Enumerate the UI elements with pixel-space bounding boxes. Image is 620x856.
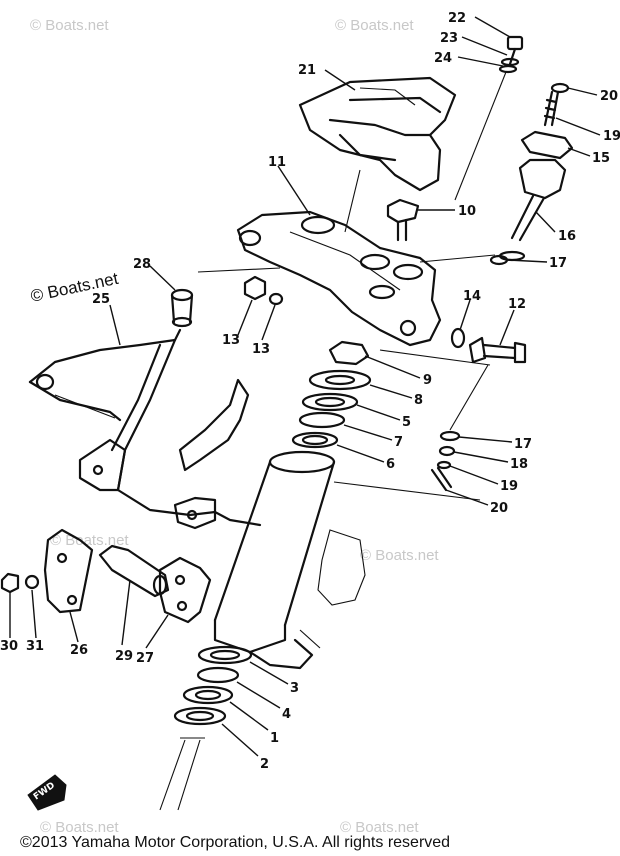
copyright-notice: ©2013 Yamaha Motor Corporation, U.S.A. A…	[20, 834, 451, 851]
watermark-top-left: © Boats.net	[30, 17, 109, 34]
top-bolt-part	[454, 35, 524, 201]
lower-clamp-part	[0, 528, 212, 624]
label-28: 26	[70, 643, 88, 658]
label-10: 10	[458, 204, 476, 219]
label-6: 6	[386, 457, 395, 472]
label-22: 20	[600, 89, 618, 104]
label-32: 30	[0, 639, 18, 654]
watermark-top-right: © Boats.net	[335, 17, 414, 34]
steering-stem-part	[213, 450, 481, 670]
label-29: 27	[136, 651, 154, 666]
watermark-mid-left: © Boats.net	[50, 532, 129, 549]
label-9: 9	[423, 373, 432, 388]
label-27: 25	[92, 292, 110, 307]
bracket-frame-part	[28, 328, 262, 530]
label-18: 18	[510, 457, 528, 472]
handle-cover-part	[298, 76, 457, 192]
label-13-left: 13	[252, 342, 270, 357]
label-21: 19	[603, 129, 620, 144]
label-33: 31	[26, 639, 44, 654]
watermarks: © Boats.net © Boats.net © Boats.net © Bo…	[29, 17, 440, 836]
label-1: 1	[270, 731, 279, 746]
fwd-arrow-icon: FWD	[27, 774, 67, 811]
upper-bracket-part	[236, 210, 442, 347]
label-30: 28	[133, 257, 151, 272]
label-4: 4	[282, 707, 291, 722]
small-hardware-part	[430, 254, 509, 492]
watermark-bottom-right: © Boats.net	[340, 819, 419, 836]
guide-lines	[197, 169, 496, 431]
label-12: 12	[508, 297, 526, 312]
label-23: 21	[298, 63, 316, 78]
label-8: 8	[414, 393, 423, 408]
center-bolt-part	[386, 198, 420, 242]
nut-washer-part	[243, 275, 466, 349]
label-5: 5	[402, 415, 411, 430]
bearing-stack-part	[291, 340, 372, 449]
label-14: 13	[222, 333, 240, 348]
label-17-top: 17	[549, 256, 567, 271]
label-17-bottom: 17	[514, 437, 532, 452]
label-2: 2	[260, 757, 269, 772]
label-31: 29	[115, 649, 133, 664]
label-20: 20	[490, 501, 508, 516]
label-19: 19	[500, 479, 518, 494]
label-3: 3	[290, 681, 299, 696]
label-25: 23	[440, 31, 458, 46]
watermark-mid-right: © Boats.net	[360, 547, 439, 564]
label-7: 7	[394, 435, 403, 450]
label-15: 15	[592, 151, 610, 166]
side-bolt-part	[468, 336, 527, 364]
label-24: 22	[448, 11, 466, 26]
watermark-bottom-left: © Boats.net	[40, 819, 119, 836]
collar-part	[170, 288, 194, 328]
label-11: 11	[268, 155, 286, 170]
handle-pillar-part	[498, 82, 574, 262]
lower-bearing-part	[159, 645, 253, 811]
part-labels: 22 23 24 21 20 19 15 11 10 16 17 28 25 1…	[0, 11, 620, 772]
label-26: 24	[434, 51, 452, 66]
label-16: 16	[558, 229, 576, 244]
label-13-right: 14	[463, 289, 481, 304]
